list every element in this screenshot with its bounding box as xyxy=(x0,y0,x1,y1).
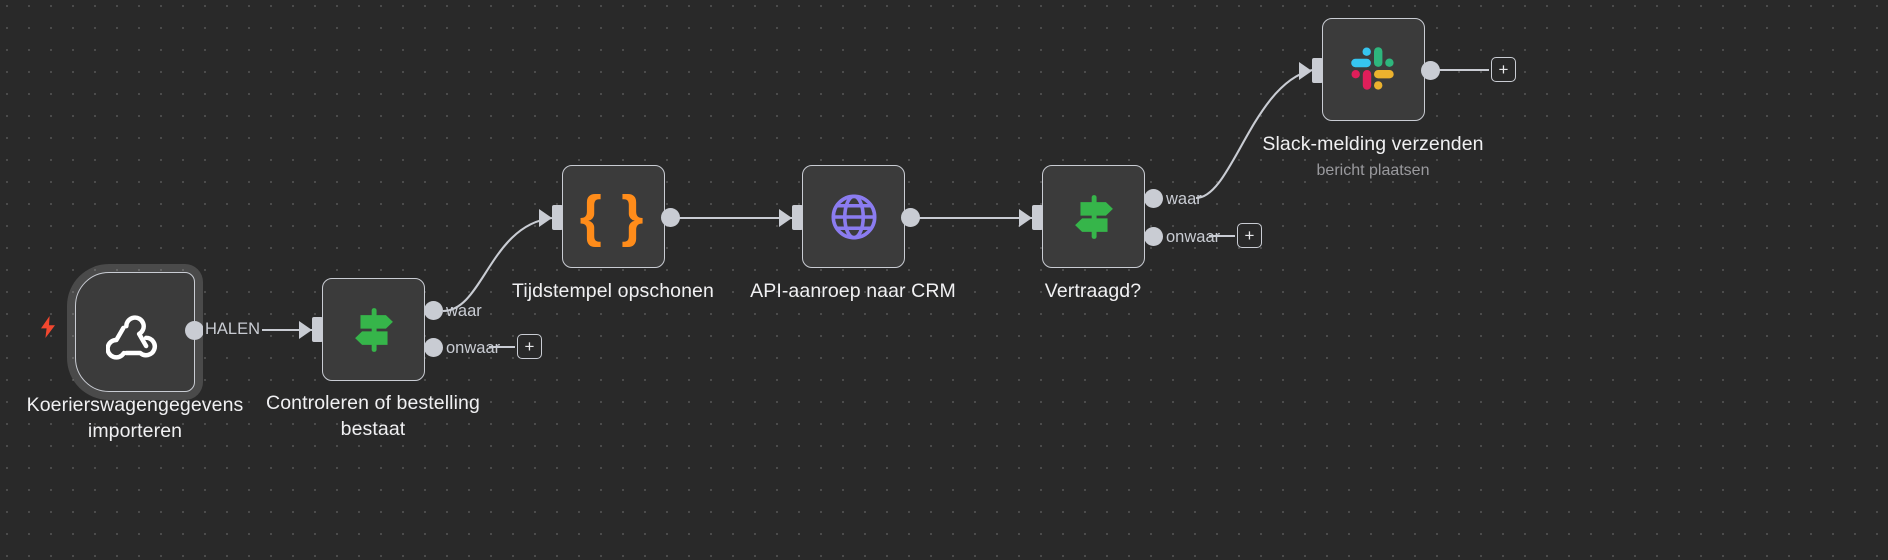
webhook-icon xyxy=(106,303,164,361)
port-out-trigger[interactable] xyxy=(185,321,204,340)
add-node-after-onwaar-2[interactable]: + xyxy=(1237,223,1262,248)
port-label-waar-1: waar xyxy=(446,302,482,320)
signpost-switch-icon xyxy=(1066,189,1122,245)
node-sublabel-slack-send-message: bericht plaatsen xyxy=(1316,162,1430,179)
port-out-waar-1[interactable] xyxy=(424,301,443,320)
port-in-switch-order-exists[interactable] xyxy=(312,317,323,342)
port-out-onwaar-1[interactable] xyxy=(424,338,443,357)
node-code-clean-timestamp[interactable]: { } xyxy=(562,165,665,268)
node-switch-delayed[interactable] xyxy=(1042,165,1145,268)
node-label-switch-delayed: Vertraagd? xyxy=(1044,280,1142,302)
node-slack-send-message[interactable] xyxy=(1322,18,1425,121)
globe-icon xyxy=(827,190,881,244)
node-switch-order-exists[interactable] xyxy=(322,278,425,381)
port-out-http[interactable] xyxy=(901,208,920,227)
port-out-waar-2[interactable] xyxy=(1144,189,1163,208)
slack-icon xyxy=(1347,43,1401,97)
port-label-onwaar-2: onwaar xyxy=(1166,228,1221,246)
node-label-slack-send-message: Slack-melding verzenden xyxy=(1262,133,1484,155)
port-out-onwaar-2[interactable] xyxy=(1144,227,1163,246)
code-braces-icon: { } xyxy=(579,184,648,248)
port-out-code[interactable] xyxy=(661,208,680,227)
node-http-api-crm[interactable] xyxy=(802,165,905,268)
node-label-switch-order-exists: Controleren of bestelling bestaat xyxy=(266,392,480,440)
port-in-switch-delayed[interactable] xyxy=(1032,205,1043,230)
port-in-slack-send-message[interactable] xyxy=(1312,58,1323,83)
port-in-code-clean-timestamp[interactable] xyxy=(552,205,563,230)
port-in-http-api-crm[interactable] xyxy=(792,205,803,230)
node-label-webhook-trigger: Koerierswagengegevens importeren xyxy=(26,394,244,442)
node-label-http-api-crm: API-aanroep naar CRM xyxy=(750,280,956,302)
add-node-after-slack[interactable]: + xyxy=(1491,57,1516,82)
port-out-slack[interactable] xyxy=(1421,61,1440,80)
port-label-waar-2: waar xyxy=(1166,190,1202,208)
node-label-code-clean-timestamp: Tijdstempel opschonen xyxy=(512,280,714,302)
node-webhook-trigger[interactable] xyxy=(75,272,195,392)
add-node-after-onwaar-1[interactable]: + xyxy=(517,334,542,359)
edge-label-halen: HALEN xyxy=(203,320,263,338)
port-label-onwaar-1: onwaar xyxy=(446,339,501,357)
signpost-switch-icon xyxy=(346,302,402,358)
lightning-bolt-icon xyxy=(40,316,56,338)
